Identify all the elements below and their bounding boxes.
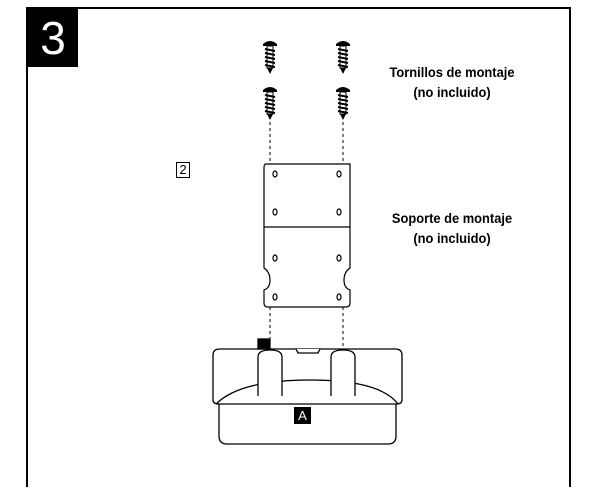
- part-letter-badge: A: [294, 407, 311, 424]
- part-number-box: 2: [176, 162, 190, 178]
- screw-top-left: [262, 40, 278, 75]
- screw-bottom-right: [335, 86, 351, 121]
- alignment-lines: [269, 122, 344, 356]
- mounting-bracket-label: Soporte de montaje (no incluido): [369, 208, 535, 248]
- mounting-screws-label-line1: Tornillos de montaje: [389, 64, 515, 80]
- mounting-bracket-label-line2: (no incluido): [413, 230, 491, 246]
- instruction-frame: [26, 7, 571, 487]
- device-base: [212, 338, 403, 445]
- mounting-screws-label-line2: (no incluido): [413, 84, 491, 100]
- mounting-bracket-label-line1: Soporte de montaje: [391, 210, 513, 226]
- mounting-screws-label: Tornillos de montaje (no incluido): [369, 62, 535, 102]
- mounting-bracket: [263, 163, 351, 308]
- screw-bottom-left: [262, 86, 278, 121]
- step-number-badge: 3: [28, 9, 78, 67]
- screw-top-right: [335, 40, 351, 75]
